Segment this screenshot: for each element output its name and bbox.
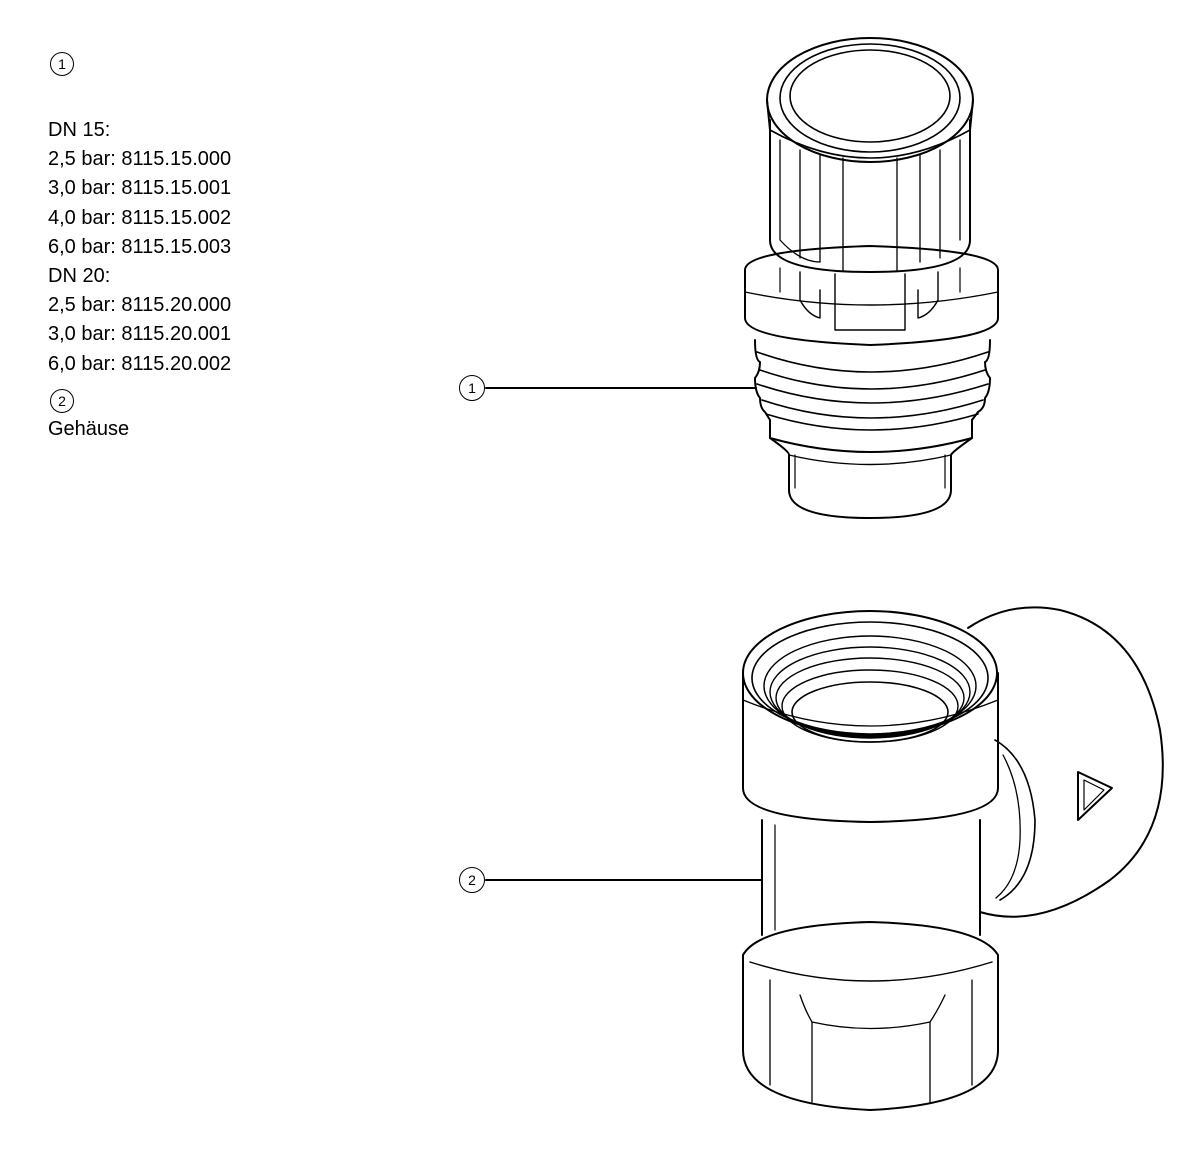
legend: 1 DN 15: 2,5 bar: 8115.15.000 3,0 bar: 8… [48, 52, 231, 444]
part-line: 3,0 bar: 8115.20.001 [48, 323, 232, 346]
part-line: 6,0 bar: 8115.15.003 [48, 235, 232, 258]
part-line: 2,5 bar: 8115.15.000 [48, 148, 232, 171]
callout-marker-2: 2 [459, 867, 485, 893]
part-line-dn15-header: DN 15: [48, 119, 111, 141]
part-line-dn20-header: DN 20: [48, 265, 111, 288]
part-2-housing [742, 606, 1164, 1111]
legend-marker-1: 1 [50, 52, 74, 76]
legend-marker-2: 2 [50, 388, 74, 413]
part-line: 4,0 bar: 8115.15.002 [48, 206, 232, 229]
part-number-list: DN 15: 2,5 bar: 8115.15.000 3,0 bar: 811… [48, 116, 231, 379]
part-line: 6,0 bar: 8115.20.002 [48, 352, 232, 375]
housing-label: Gehäuse [48, 417, 130, 440]
part-line: 3,0 bar: 8115.15.001 [48, 177, 232, 200]
part-1-insert [744, 37, 999, 519]
callout-marker-1: 1 [459, 375, 485, 401]
part-line: 2,5 bar: 8115.20.000 [48, 294, 232, 317]
